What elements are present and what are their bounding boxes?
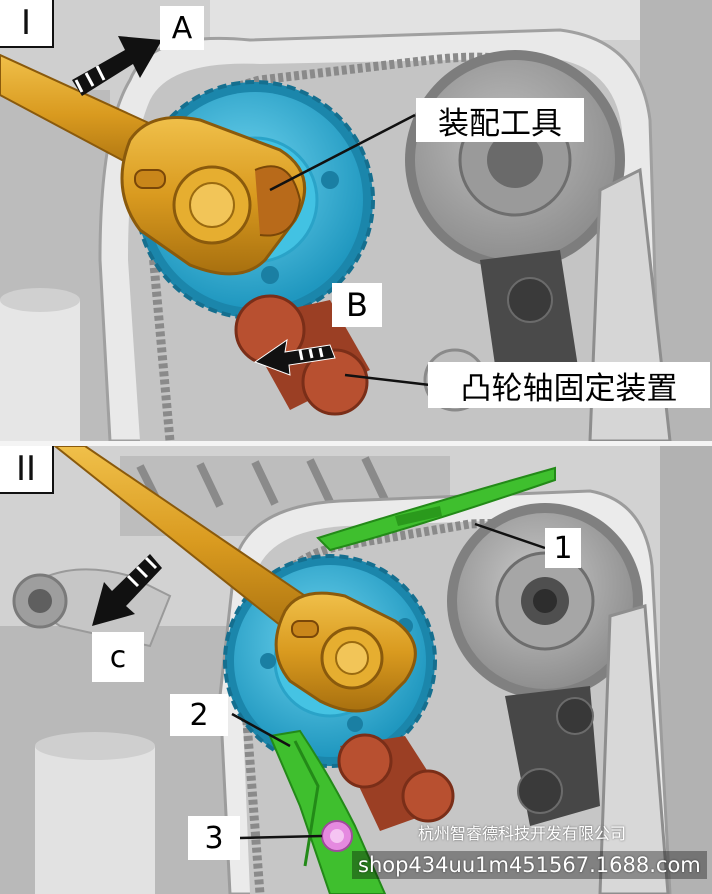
arrow-b-icon — [253, 338, 336, 376]
assembly-wrench — [53, 446, 417, 713]
camshaft-lock-label: 凸轮轴固定装置 — [428, 362, 710, 408]
panel-1: I A 装配工具 B 凸轮轴固定装置 — [0, 0, 712, 441]
camshaft-lock-device — [337, 733, 455, 831]
part-3-label: 3 — [188, 816, 240, 860]
panel-2-illustration — [0, 446, 712, 894]
watermark-company: 杭州智睿德科技开发有限公司 — [418, 824, 627, 843]
leader-part-3 — [239, 834, 323, 840]
arrow-c-icon — [92, 554, 162, 626]
watermark-shop-url: shop434uu1m451567.1688.com — [352, 851, 707, 879]
arrow-a-label: A — [160, 6, 204, 50]
arrow-b-label: B — [332, 283, 382, 327]
leader-assembly-tool — [269, 113, 416, 192]
exhaust-camshaft-gear — [447, 503, 643, 699]
leader-part-2 — [231, 712, 291, 748]
panel-divider — [0, 441, 712, 446]
assembly-wrench — [0, 53, 307, 276]
exhaust-camshaft-gear — [405, 50, 625, 270]
arrow-a-icon — [72, 36, 162, 96]
panel-1-label: I — [0, 0, 54, 48]
leader-camshaft-lock — [344, 373, 431, 387]
part-1-label: 1 — [545, 528, 581, 568]
assembly-tool-label: 装配工具 — [416, 98, 584, 142]
engine-cylinder — [35, 746, 155, 894]
guide-rail-2 — [268, 729, 387, 894]
panel-2: II c 1 2 3 杭州智睿德科技开发有限公司 shop434uu1m4515… — [0, 446, 712, 894]
bolt-3 — [321, 820, 353, 852]
chain-tensioner — [598, 604, 670, 894]
panel-2-label: II — [0, 446, 54, 494]
arrow-c-label: c — [92, 632, 144, 682]
engine-cylinder — [0, 300, 80, 441]
leader-part-1 — [474, 522, 546, 550]
part-2-label: 2 — [170, 694, 228, 736]
